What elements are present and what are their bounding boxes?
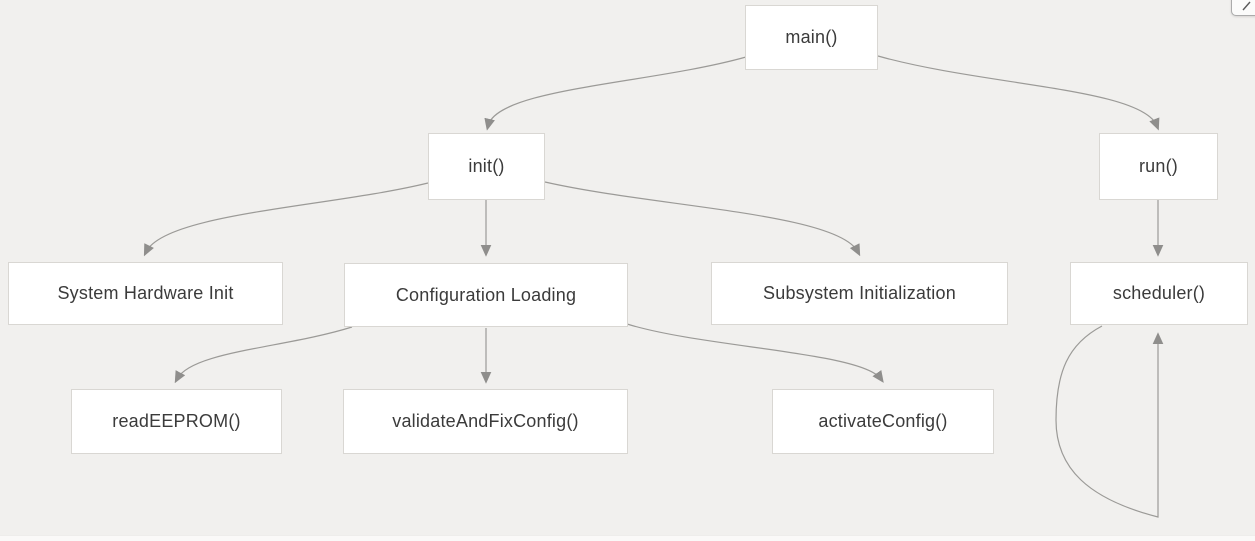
node-init[interactable]: init() [428, 133, 545, 200]
edge-main-to-run [877, 55, 1160, 131]
corner-button[interactable] [1231, 0, 1255, 16]
node-run[interactable]: run() [1099, 133, 1218, 200]
node-validateAndFixConfig[interactable]: validateAndFixConfig() [343, 389, 628, 454]
edge-configuration-loading-to-readEEPROM [174, 326, 353, 384]
expand-icon [1241, 1, 1251, 10]
edge-init-to-subsystem-initialization [544, 181, 861, 257]
edge-configuration-loading-to-activateConfig [626, 323, 884, 383]
node-configuration-loading[interactable]: Configuration Loading [344, 263, 628, 327]
bottom-strip [0, 535, 1255, 541]
edge-init-to-system-hardware-init [143, 182, 429, 257]
node-subsystem-initialization[interactable]: Subsystem Initialization [711, 262, 1008, 325]
node-activateConfig[interactable]: activateConfig() [772, 389, 994, 454]
node-main[interactable]: main() [745, 5, 878, 70]
node-readEEPROM[interactable]: readEEPROM() [71, 389, 282, 454]
node-scheduler[interactable]: scheduler() [1070, 262, 1248, 325]
node-system-hardware-init[interactable]: System Hardware Init [8, 262, 283, 325]
edge-main-to-init [484, 56, 747, 131]
edge-scheduler-to-scheduler [1055, 325, 1164, 518]
